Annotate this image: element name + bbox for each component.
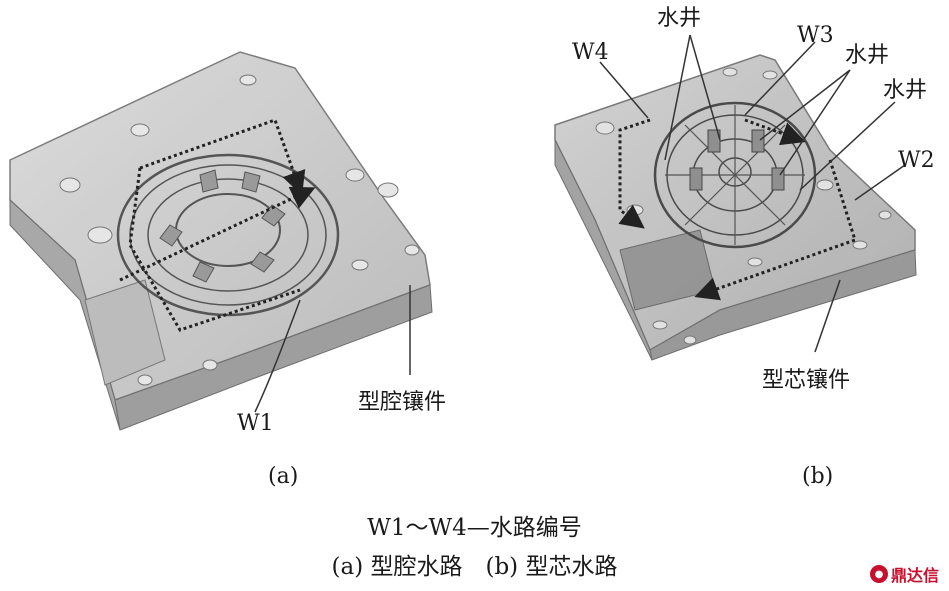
watermark-text: 鼎达信 [890, 566, 939, 585]
label-core-insert: 型芯镶件 [762, 368, 851, 393]
caption-line-2: (a) 型腔水路 (b) 型芯水路 [331, 554, 618, 580]
label-water-well-3: 水井 [883, 78, 928, 103]
caption-line-1: W1～W4—水路编号 [367, 515, 582, 541]
label-w1: W1 [237, 411, 274, 436]
subfigure-label-a: (a) [268, 464, 299, 489]
label-w3: W3 [797, 23, 834, 48]
label-water-well-2: 水井 [845, 43, 890, 68]
label-w4: W4 [572, 40, 609, 65]
label-water-well-1: 水井 [657, 6, 702, 31]
logo-icon: ● [869, 565, 888, 583]
label-w2: W2 [898, 148, 935, 173]
subfigure-label-b: (b) [802, 464, 834, 489]
core-insert-model [554, 34, 917, 361]
watermark: ● 鼎达信 [869, 562, 939, 586]
label-cavity-insert: 型腔镶件 [358, 390, 447, 415]
cavity-insert-model [9, 51, 433, 431]
